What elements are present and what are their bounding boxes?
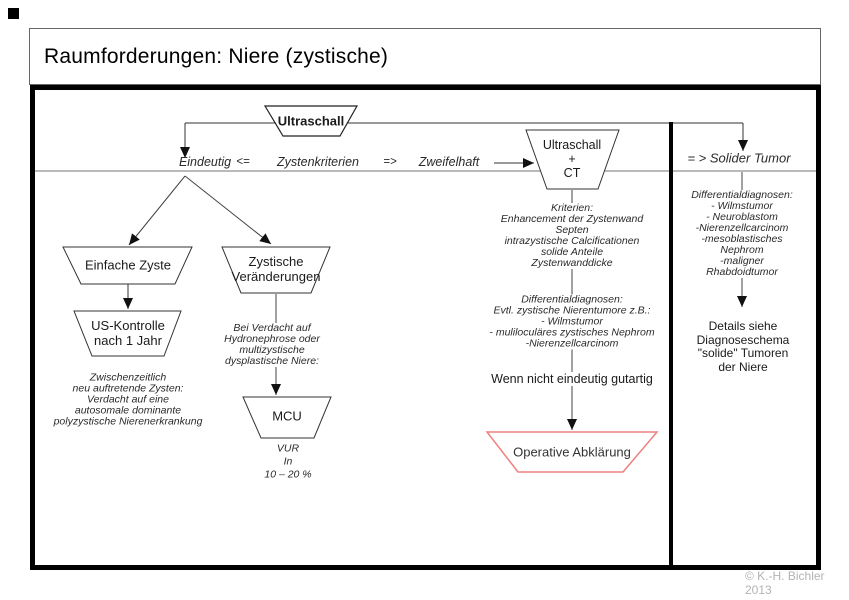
- arrow-to-einfache-zyste: [128, 175, 186, 246]
- copyright-note: © K.-H. Bichler 2013: [745, 569, 825, 597]
- eindeutig-label: Eindeutig: [178, 155, 232, 169]
- solider-tumor-label: = > Solider Tumor: [687, 150, 791, 166]
- title-bar: Raumforderungen: Niere (zystische): [29, 28, 821, 85]
- us-kontrolle-node: [73, 310, 182, 357]
- ultraschall-ct-node: [525, 129, 620, 190]
- mcu-node: [242, 396, 332, 439]
- compare-right-symbol: =>: [383, 156, 397, 168]
- details-note: Details siehe Diagnoseschema "solide" Tu…: [696, 319, 790, 374]
- zystenkriterien-label: Zystenkriterien: [277, 155, 359, 169]
- compare-left-symbol: <=: [236, 156, 250, 168]
- wenn-nicht-label: Wenn nicht eindeutig gutartig: [488, 372, 656, 386]
- operative-abklaerung-label: Operative Abklärung: [513, 444, 631, 460]
- zystische-veraenderungen-label: Zystische Veränderungen: [231, 254, 321, 284]
- einfache-zyste-label: Einfache Zyste: [85, 257, 171, 273]
- ultraschall-node-label: Ultraschall: [277, 113, 345, 129]
- arrow-to-zystische-veraenderungen: [184, 175, 272, 245]
- page-title: Raumforderungen: Niere (zystische): [44, 44, 389, 68]
- us-kontrolle-label: US-Kontrolle nach 1 Jahr: [91, 318, 165, 348]
- kriterien-note: Kriterien: Enhancement der Zystenwand Se…: [497, 203, 647, 269]
- mcu-label: MCU: [272, 408, 302, 424]
- einfache-zyste-node: [62, 246, 193, 285]
- left-branch-note: Zwischenzeitlich neu auftretende Zysten:…: [53, 371, 203, 428]
- corner-mark: [8, 8, 19, 19]
- vur-note: VUR In 10 – 20 %: [264, 442, 312, 481]
- right-differential-note: Differentialdiagnosen: - Wilmstumor - Ne…: [688, 190, 796, 278]
- ultraschall-ct-label: Ultraschall + CT: [542, 138, 602, 180]
- center-differential-note: Differentialdiagnosen: Evtl. zystische N…: [486, 294, 658, 350]
- bei-verdacht-note: Bei Verdacht auf Hydronephrose oder mult…: [221, 323, 323, 367]
- operative-abklaerung-node: [485, 431, 659, 473]
- ultraschall-node: [263, 105, 359, 137]
- zweifelhaft-label: Zweifelhaft: [418, 155, 480, 169]
- zystische-veraenderungen-node: [221, 246, 331, 294]
